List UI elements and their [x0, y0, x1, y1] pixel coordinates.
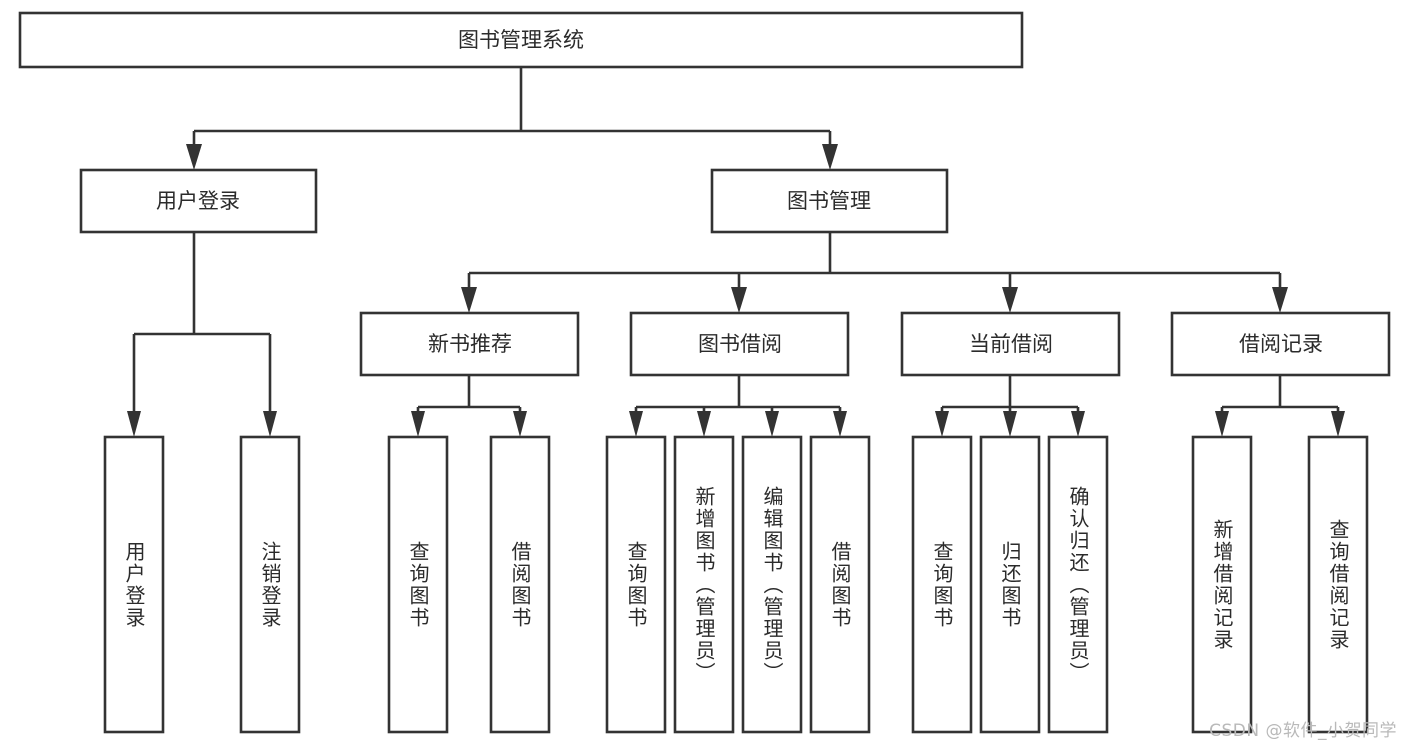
arrow-current-borrow-leaf1: [935, 411, 949, 437]
node-borrow-record-label: 借阅记录: [1239, 332, 1323, 356]
arrow-book-mgmt-c2: [731, 287, 747, 313]
arrow-new-book-leaf2: [513, 411, 527, 437]
node-new-book-recommend-label: 新书推荐: [428, 332, 512, 356]
leaf-box-user-login-0[interactable]: [103, 435, 165, 734]
leaf-box-book-borrow-0[interactable]: [605, 435, 667, 734]
arrow-book-borrow-leaf2: [697, 411, 711, 437]
node-book-management-box[interactable]: [710, 168, 949, 234]
node-root-box[interactable]: [18, 11, 1024, 69]
node-root[interactable]: 图书管理系统: [18, 11, 1024, 69]
arrow-current-borrow-leaf3: [1071, 411, 1085, 437]
edge-group-borrow-record-to-leaves: [1215, 375, 1345, 437]
leaf-group-current-borrow: [911, 435, 1109, 734]
arrow-borrow-record-leaf1: [1215, 411, 1229, 437]
arrow-book-mgmt-c1: [461, 287, 477, 313]
leaf-box-current-borrow-0[interactable]: [911, 435, 973, 734]
edge-group-new-book-to-leaves: [411, 375, 527, 437]
edge-group-book-borrow-to-leaves: [629, 375, 847, 437]
leaf-box-new-book-0[interactable]: [387, 435, 449, 734]
csdn-watermark: CSDN @软件_小贺同学: [1209, 721, 1397, 741]
edge-group-book-mgmt-to-level2: [461, 232, 1288, 313]
arrow-book-mgmt-c3: [1002, 287, 1018, 313]
leaf-box-borrow-record-1[interactable]: [1307, 435, 1369, 734]
edge-group-user-login-to-leaves: [127, 232, 277, 437]
arrow-book-borrow-leaf4: [833, 411, 847, 437]
node-borrow-record-box[interactable]: [1170, 311, 1391, 377]
arrow-user-login-leaf2: [263, 411, 277, 437]
node-user-login-label: 用户登录: [156, 189, 240, 213]
arrow-root-to-book-mgmt: [822, 144, 838, 170]
leaf-box-book-borrow-1[interactable]: [673, 435, 735, 734]
leaf-group-user-login: [103, 435, 301, 734]
node-root-label: 图书管理系统: [458, 28, 584, 52]
leaf-box-book-borrow-2[interactable]: [741, 435, 803, 734]
edge-group-current-borrow-to-leaves: [935, 375, 1085, 437]
leaf-group-book-borrow: [605, 435, 871, 734]
node-book-management-label: 图书管理: [787, 189, 871, 213]
node-book-borrow-label: 图书借阅: [698, 332, 782, 356]
node-borrow-record[interactable]: 借阅记录: [1170, 311, 1391, 377]
arrow-root-to-user-login: [186, 144, 202, 170]
leaf-box-current-borrow-2[interactable]: [1047, 435, 1109, 734]
arrow-book-borrow-leaf1: [629, 411, 643, 437]
node-new-book-recommend-box[interactable]: [359, 311, 580, 377]
edge-group-root-to-level1: [186, 67, 838, 170]
arrow-current-borrow-leaf2: [1003, 411, 1017, 437]
arrow-book-mgmt-c4: [1272, 287, 1288, 313]
node-user-login-box[interactable]: [79, 168, 318, 234]
leaf-box-book-borrow-3[interactable]: [809, 435, 871, 734]
node-current-borrow[interactable]: 当前借阅: [900, 311, 1121, 377]
arrow-borrow-record-leaf2: [1331, 411, 1345, 437]
arrow-new-book-leaf1: [411, 411, 425, 437]
leaf-group-new-book-recommend: [387, 435, 551, 734]
leaf-group-borrow-record: [1191, 435, 1369, 734]
node-book-borrow-box[interactable]: [629, 311, 850, 377]
arrow-user-login-leaf1: [127, 411, 141, 437]
node-current-borrow-box[interactable]: [900, 311, 1121, 377]
node-book-borrow[interactable]: 图书借阅: [629, 311, 850, 377]
leaf-box-user-login-1[interactable]: [239, 435, 301, 734]
node-user-login[interactable]: 用户登录: [79, 168, 318, 234]
node-book-management[interactable]: 图书管理: [710, 168, 949, 234]
leaf-box-new-book-1[interactable]: [489, 435, 551, 734]
node-current-borrow-label: 当前借阅: [969, 332, 1053, 356]
arrow-book-borrow-leaf3: [765, 411, 779, 437]
leaf-box-current-borrow-1[interactable]: [979, 435, 1041, 734]
node-new-book-recommend[interactable]: 新书推荐: [359, 311, 580, 377]
leaf-box-borrow-record-0[interactable]: [1191, 435, 1253, 734]
